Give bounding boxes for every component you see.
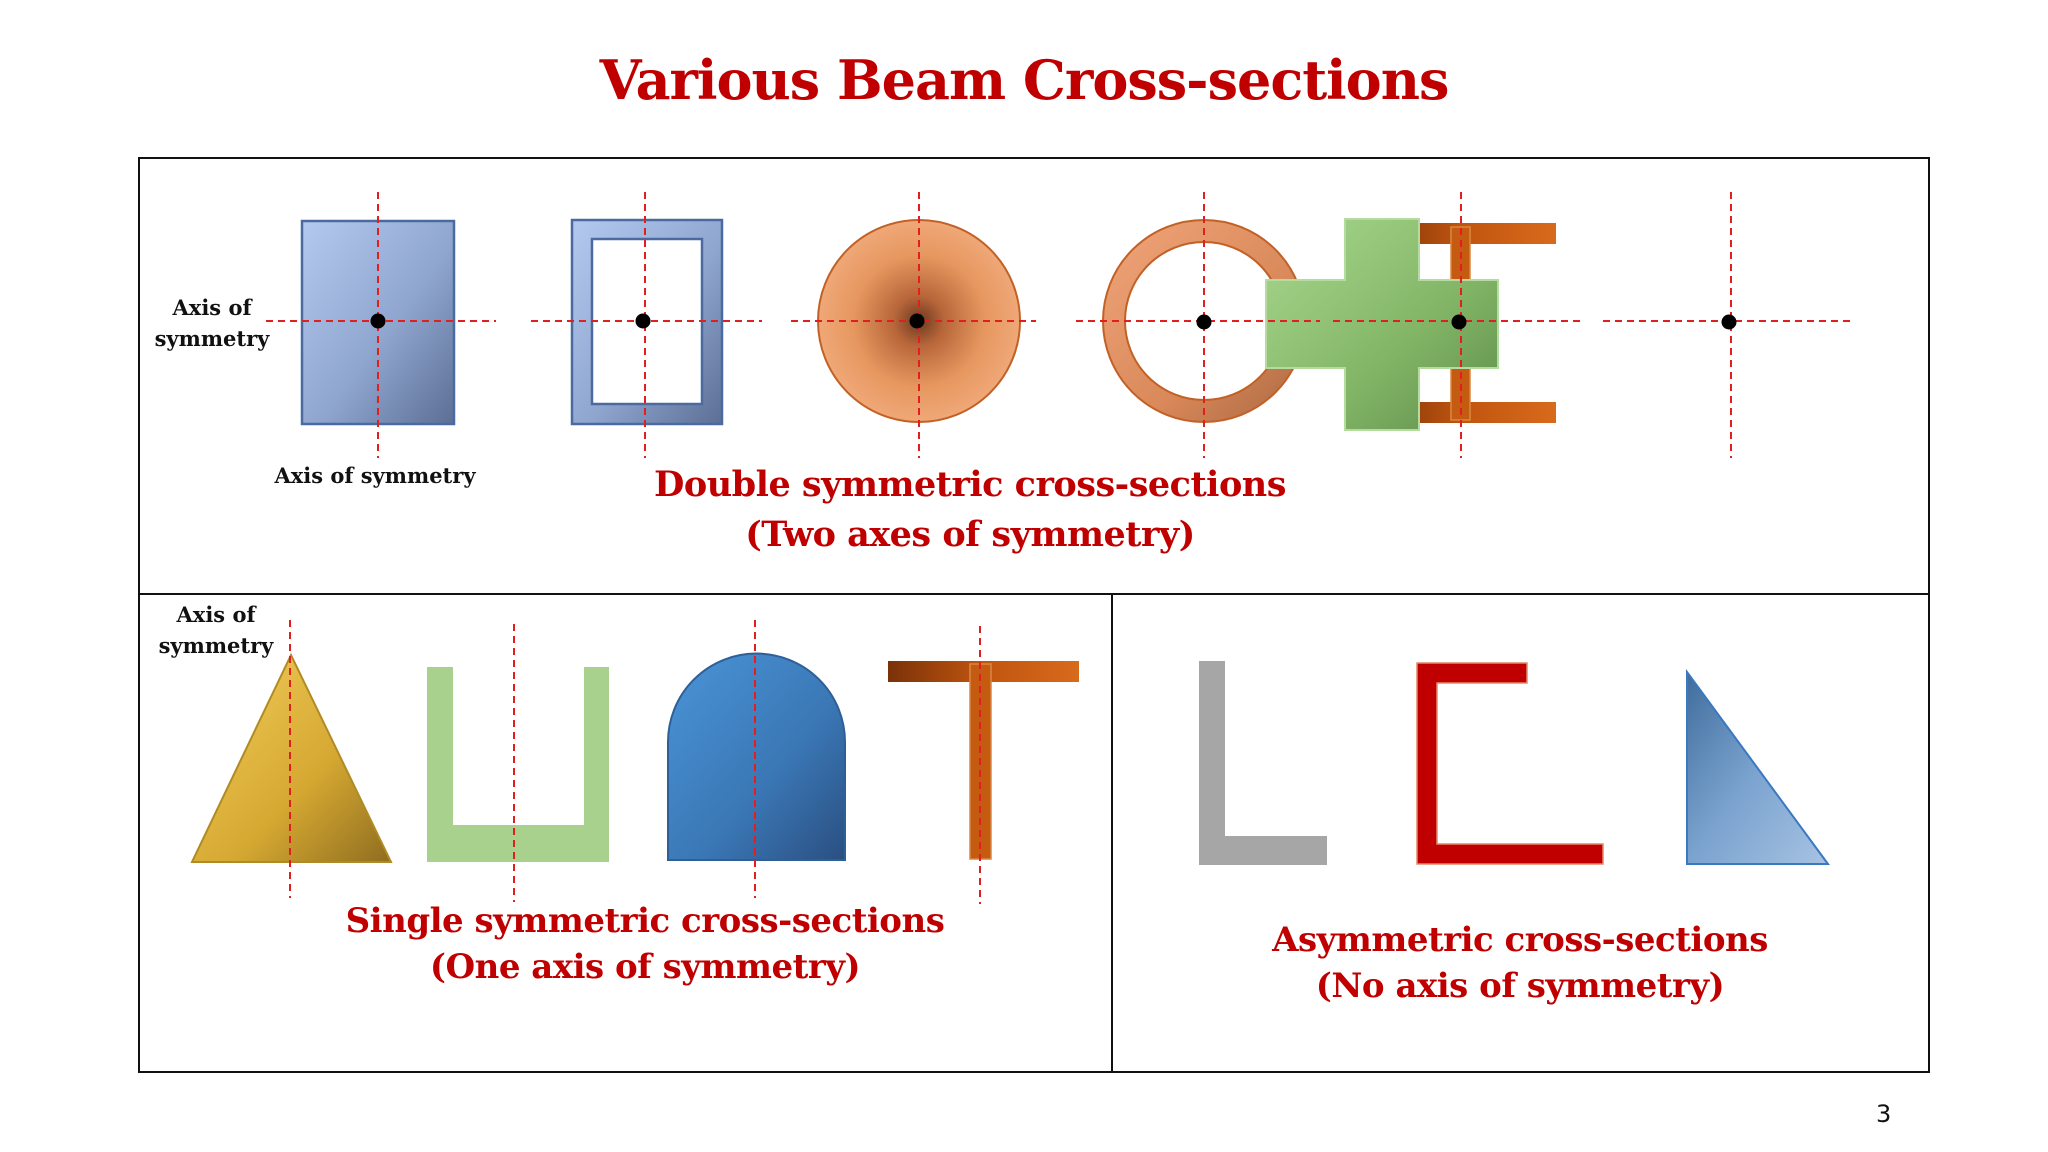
asymmetric-caption: Asymmetric cross-sections (No axis of sy… [1160, 917, 1880, 1009]
centroid-dot [1451, 314, 1467, 330]
centroid-dot [635, 313, 651, 329]
centroid-dot [370, 313, 386, 329]
t-beam-section [888, 661, 1079, 860]
centroid-dot [909, 313, 925, 329]
centroid-dot [1721, 314, 1737, 330]
double-caption-line1: Double symmetric cross-sections [654, 464, 1286, 505]
cross-section-plus [1265, 218, 1499, 431]
hollow-rectangle-section [570, 218, 724, 426]
single-caption-line1: Single symmetric cross-sections [345, 901, 945, 941]
single-caption-line2: (One axis of symmetry) [429, 947, 861, 987]
centroid-dot [1196, 314, 1212, 330]
u-channel-section [427, 667, 609, 862]
asymmetric-caption-line2: (No axis of symmetry) [1315, 966, 1725, 1006]
single-axis-label: Axis of symmetry [158, 602, 274, 658]
page-title: Various Beam Cross-sections [599, 48, 1450, 112]
isosceles-triangle-section [190, 652, 393, 863]
asymmetric-caption-line1: Asymmetric cross-sections [1272, 920, 1768, 960]
page-number: 3 [1876, 1100, 1892, 1128]
axis-label-vertical: Axis of symmetry [274, 463, 476, 488]
asymmetric-panel-frame [1111, 593, 1930, 1073]
double-caption-line2: (Two axes of symmetry) [745, 514, 1195, 555]
c-channel-section [1416, 662, 1604, 865]
axis-label-horizontal: Axis of symmetry [154, 295, 270, 351]
single-axes [289, 620, 981, 904]
arched-section [667, 652, 846, 861]
single-caption: Single symmetric cross-sections (One axi… [275, 898, 1015, 990]
double-axes [266, 192, 1853, 458]
right-triangle-section [1686, 668, 1830, 865]
double-caption: Double symmetric cross-sections (Two axe… [600, 460, 1340, 560]
centroids [370, 313, 1737, 330]
angle-section [1199, 661, 1327, 865]
